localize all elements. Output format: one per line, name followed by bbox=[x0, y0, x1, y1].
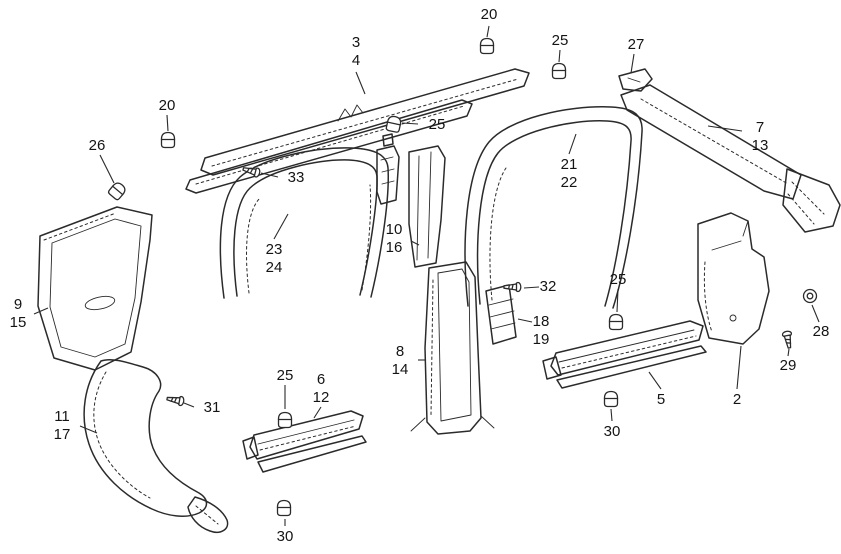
part-label-11-17: 11 17 bbox=[53, 408, 71, 443]
screw-icon bbox=[165, 393, 186, 407]
part-label-31: 31 bbox=[203, 399, 221, 416]
part-roof-side-rail bbox=[185, 68, 530, 194]
part-label-23-24: 23 24 bbox=[265, 241, 283, 276]
clip-icon bbox=[106, 180, 128, 202]
clip-icon bbox=[603, 390, 619, 408]
part-label-7-13: 7 13 bbox=[751, 119, 769, 154]
part-label-8-14: 8 14 bbox=[391, 343, 409, 378]
screw-icon bbox=[503, 281, 522, 293]
part-label-3-4: 3 4 bbox=[351, 34, 361, 69]
part-label-27: 27 bbox=[627, 36, 645, 53]
part-left-door-seal-loop bbox=[219, 147, 390, 299]
part-label-2: 2 bbox=[732, 391, 742, 408]
part-label-28: 28 bbox=[812, 323, 830, 340]
part-label-21-22: 21 22 bbox=[560, 156, 578, 191]
leader-lines bbox=[33, 25, 820, 526]
clip-icon bbox=[385, 114, 403, 134]
clip-icon bbox=[160, 131, 176, 149]
clip-icon bbox=[276, 499, 292, 517]
part-label-29: 29 bbox=[779, 357, 797, 374]
part-center-pillar-upper-trim bbox=[376, 133, 446, 268]
part-left-kick-trim bbox=[83, 358, 229, 533]
part-label-25-c: 25 bbox=[609, 271, 627, 288]
plug-icon bbox=[802, 288, 818, 304]
part-right-door-seal-loop bbox=[464, 106, 643, 309]
clip-icon bbox=[479, 37, 495, 55]
part-center-garnish-pad bbox=[485, 284, 517, 345]
clip-icon bbox=[277, 411, 293, 429]
clip-icon bbox=[608, 313, 624, 331]
part-label-9-15: 9 15 bbox=[9, 296, 27, 331]
part-left-quarter-pillar-trim bbox=[37, 206, 153, 371]
part-right-front-pillar-garnish bbox=[618, 68, 841, 233]
part-label-33: 33 bbox=[287, 169, 305, 186]
fasteners bbox=[106, 37, 818, 517]
part-label-10-16: 10 16 bbox=[385, 221, 403, 256]
part-label-6-12: 6 12 bbox=[312, 371, 330, 406]
part-label-26: 26 bbox=[88, 137, 106, 154]
part-label-5: 5 bbox=[656, 391, 666, 408]
part-center-pillar-lower-trim bbox=[410, 261, 495, 435]
part-label-25-a: 25 bbox=[551, 32, 569, 49]
part-label-30-a: 30 bbox=[603, 423, 621, 440]
clip-icon bbox=[551, 62, 567, 80]
part-label-25-d: 25 bbox=[276, 367, 294, 384]
part-label-32: 32 bbox=[539, 278, 557, 295]
part-left-sill-plate bbox=[242, 410, 367, 473]
part-label-30-b: 30 bbox=[276, 528, 294, 545]
part-label-20-b: 20 bbox=[158, 97, 176, 114]
screw-icon bbox=[781, 329, 795, 350]
part-right-sill-plate bbox=[542, 320, 707, 389]
part-label-25-b: 25 bbox=[428, 116, 446, 133]
part-label-20-a: 20 bbox=[480, 6, 498, 23]
part-label-18-19: 18 19 bbox=[532, 313, 550, 348]
part-right-cowl-side-trim bbox=[697, 212, 770, 345]
